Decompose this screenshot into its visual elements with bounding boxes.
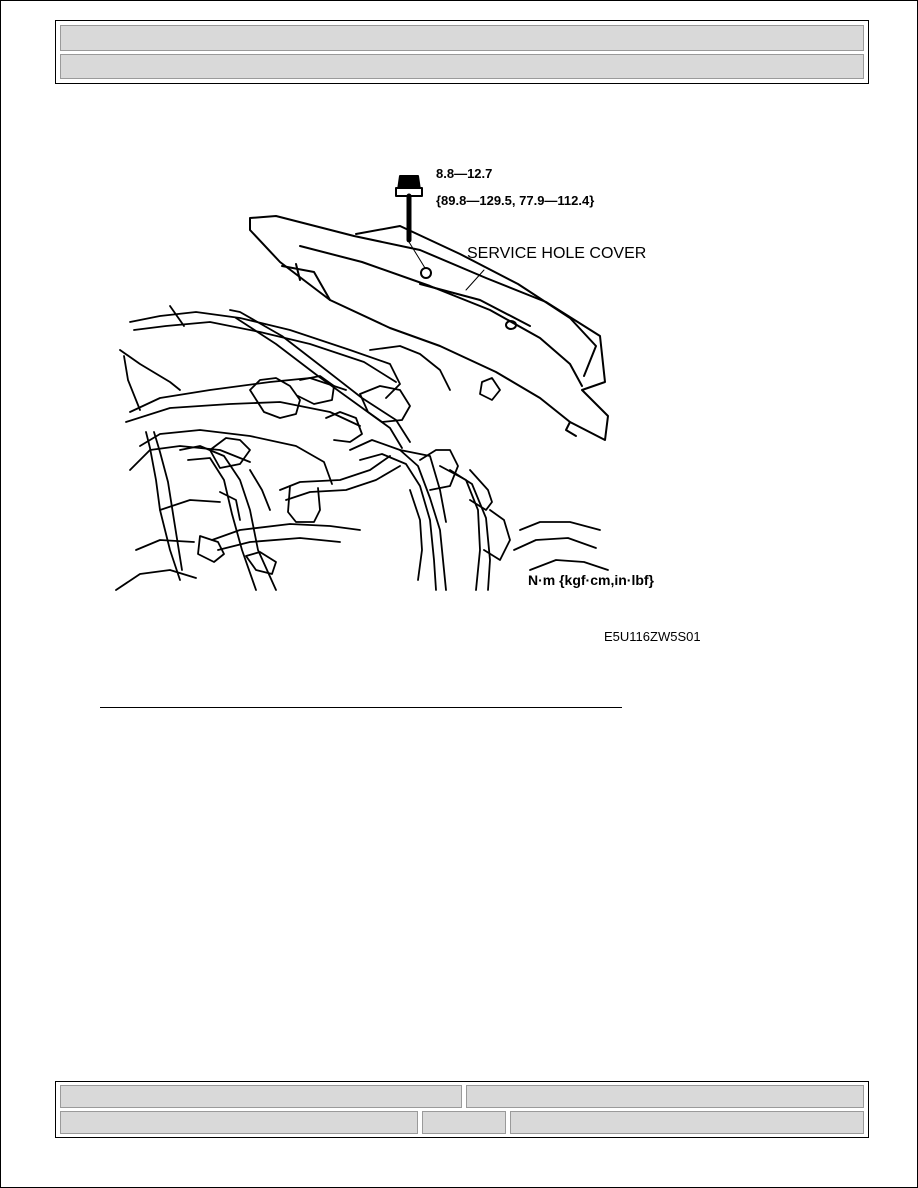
page-header <box>55 20 869 84</box>
torque-alt-units-label: {89.8—129.5, 77.9—112.4} <box>436 193 594 208</box>
footer-cell-2 <box>466 1085 864 1108</box>
footer-cell-3 <box>60 1111 418 1134</box>
page-footer <box>55 1081 869 1138</box>
header-title-bar <box>60 25 864 51</box>
figure-code-label: E5U116ZW5S01 <box>604 629 701 644</box>
service-hole-cover-label: SERVICE HOLE COVER <box>467 245 646 262</box>
footer-cell-5 <box>510 1111 864 1134</box>
section-divider <box>100 707 622 708</box>
footer-cell-1 <box>60 1085 462 1108</box>
service-hole-cover-illustration: 8.8—12.7 {89.8—129.5, 77.9—112.4} SERVIC… <box>115 166 701 644</box>
engine-bay-drawing <box>115 305 609 591</box>
torque-range-label: 8.8—12.7 <box>436 166 492 181</box>
bolt-icon <box>395 175 432 279</box>
service-hole-cover-part <box>249 215 609 441</box>
footer-cell-4 <box>422 1111 506 1134</box>
torque-unit-label: N·m {kgf·cm,in·lbf} <box>528 572 655 588</box>
header-subtitle-bar <box>60 54 864 79</box>
